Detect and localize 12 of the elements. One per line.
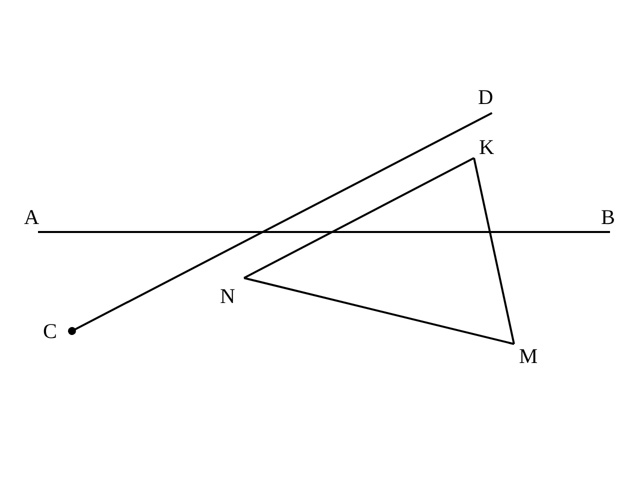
point-label: B bbox=[601, 206, 616, 232]
point-label: M bbox=[514, 344, 538, 367]
line-segment bbox=[473, 158, 515, 344]
point-label: N bbox=[220, 278, 244, 307]
point-label: A bbox=[24, 206, 40, 232]
point-label: D bbox=[478, 86, 494, 113]
line-segment bbox=[244, 277, 514, 345]
line-segment bbox=[244, 157, 474, 279]
point-label: C bbox=[43, 320, 72, 342]
line-segment bbox=[38, 231, 610, 233]
line-segment bbox=[68, 112, 492, 335]
point-label: K bbox=[474, 136, 494, 158]
